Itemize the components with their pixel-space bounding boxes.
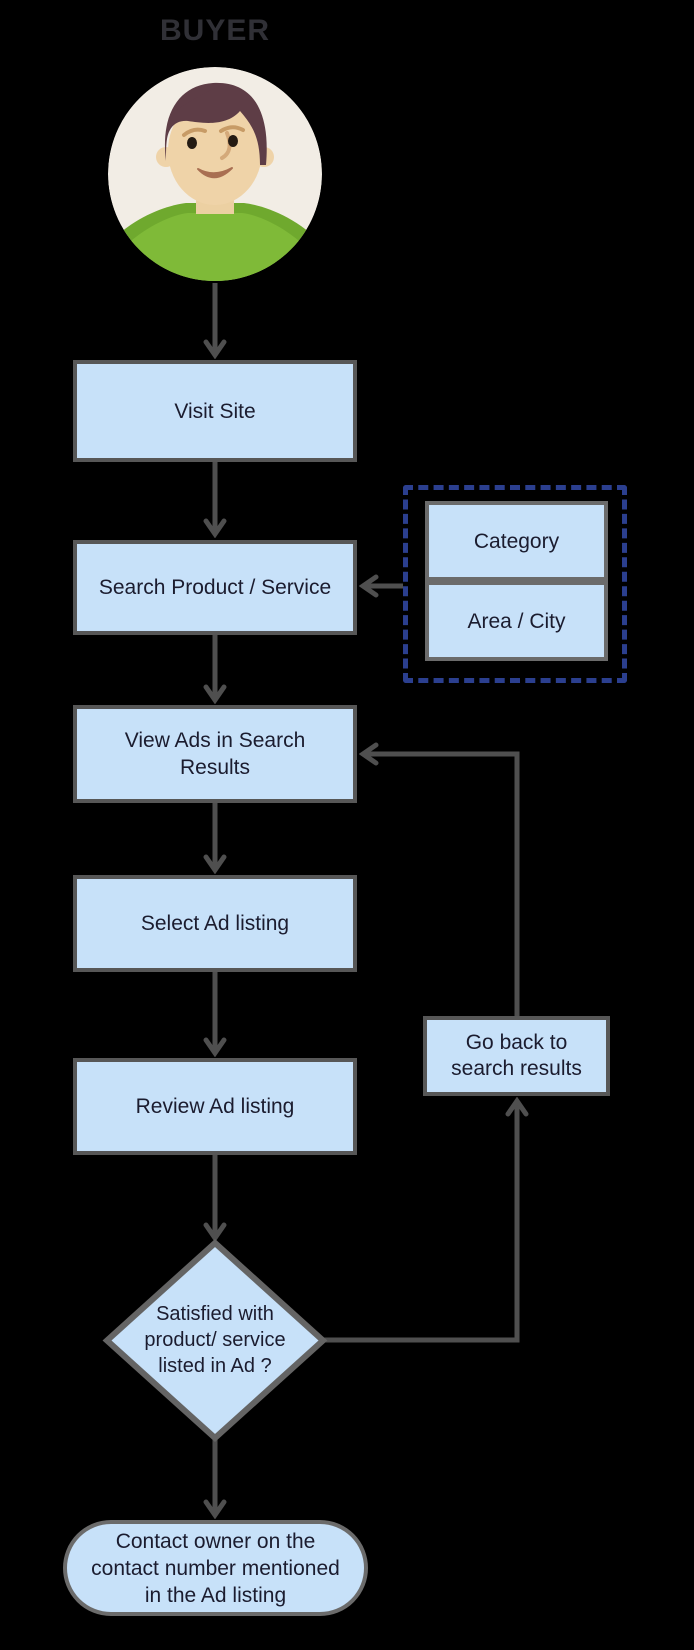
node-label-line: in the Ad listing bbox=[144, 1583, 287, 1607]
node-label-line: Results bbox=[179, 756, 251, 779]
edge-goback-viewads bbox=[363, 754, 520, 1016]
decision-label-line: listed in Ad ? bbox=[158, 1355, 272, 1377]
node-select-ad: Select Ad listing bbox=[73, 875, 357, 972]
node-contact-owner: Contact owner on the contact number ment… bbox=[63, 1520, 368, 1616]
page-title: BUYER bbox=[159, 14, 270, 47]
decision-label-line: product/ service bbox=[144, 1329, 286, 1351]
node-label: Select Ad listing bbox=[140, 912, 290, 935]
node-label-line: search results bbox=[451, 1057, 582, 1080]
node-label: Area / City bbox=[467, 609, 566, 633]
edge-decision-goback bbox=[323, 1101, 517, 1343]
node-review-ad: Review Ad listing bbox=[73, 1058, 357, 1155]
decision-label-line: Satisfied with bbox=[156, 1303, 274, 1325]
node-label-line: Contact owner on the bbox=[115, 1529, 316, 1553]
node-search-product-service: Search Product / Service bbox=[73, 540, 357, 635]
node-label-line: View Ads in Search bbox=[124, 729, 306, 752]
decision-label: Satisfied with product/ service listed i… bbox=[115, 1301, 315, 1379]
node-label: Category bbox=[473, 529, 560, 553]
node-label: Search Product / Service bbox=[98, 576, 332, 599]
group-search-filters bbox=[403, 485, 627, 683]
node-view-ads: View Ads in Search Results bbox=[73, 705, 357, 803]
node-category: Category bbox=[425, 501, 608, 581]
node-label-line: Go back to bbox=[465, 1031, 568, 1054]
node-label-line: contact number mentioned bbox=[91, 1556, 340, 1580]
node-label: Visit Site bbox=[174, 399, 256, 423]
node-visit-site: Visit Site bbox=[73, 360, 357, 462]
buyer-avatar bbox=[108, 67, 322, 281]
node-area-city: Area / City bbox=[425, 581, 608, 661]
node-label: Review Ad listing bbox=[135, 1095, 295, 1118]
person-icon bbox=[108, 67, 322, 281]
decision-diamond bbox=[102, 1238, 328, 1443]
node-go-back: Go back to search results bbox=[423, 1016, 610, 1096]
